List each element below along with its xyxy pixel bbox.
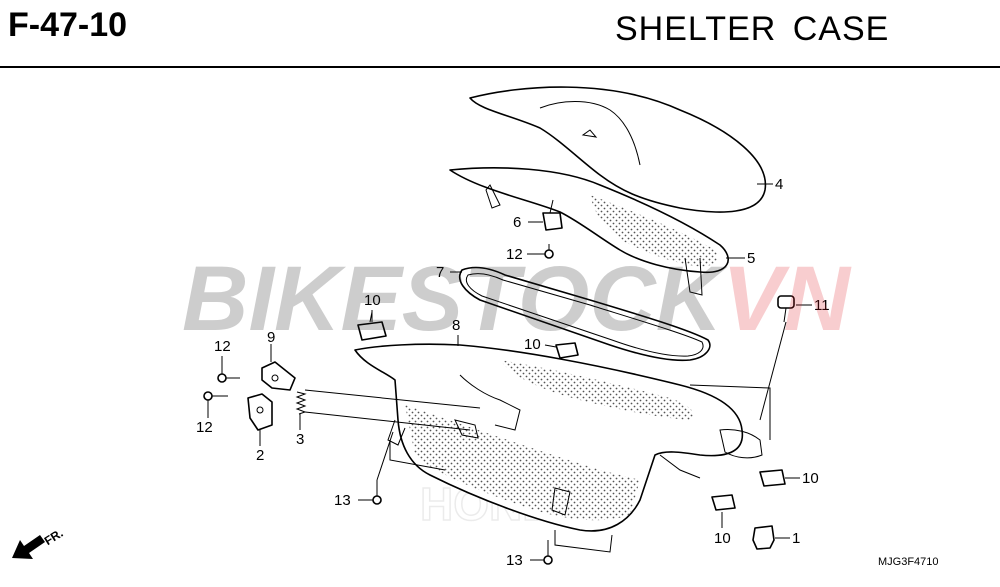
front-direction-arrow-icon	[12, 535, 45, 559]
watermark-red: VN	[722, 248, 852, 350]
callout-13-left: 13	[334, 492, 351, 509]
part-11-grommet[interactable]	[777, 295, 795, 323]
callout-10-left: 10	[364, 292, 381, 309]
watermark-black: BIKESTOCK	[182, 248, 729, 350]
page-title: SHELTER CASE	[615, 10, 890, 48]
part-3-spring[interactable]	[295, 391, 307, 415]
callout-9: 9	[267, 329, 275, 346]
part-9-latch-plate[interactable]	[261, 361, 296, 391]
callout-1: 1	[792, 530, 800, 547]
part-10-clip-middle[interactable]	[555, 342, 579, 359]
part-12-screw-left-upper[interactable]	[217, 373, 240, 383]
part-1-cap[interactable]	[752, 525, 775, 550]
callout-6: 6	[513, 214, 521, 231]
callout-5: 5	[747, 250, 755, 267]
callout-7: 7	[436, 264, 444, 281]
part-10-clip-bottom[interactable]	[711, 494, 736, 511]
part-10-clip-right[interactable]	[759, 469, 786, 487]
part-10-clip-left[interactable]	[357, 311, 387, 341]
part-6-bracket[interactable]	[542, 199, 563, 231]
part-5-inner-panel[interactable]	[449, 167, 729, 296]
part-13-screw-bottom[interactable]	[543, 540, 553, 565]
callout-10-bottom: 10	[714, 530, 731, 547]
callout-13-bottom: 13	[506, 552, 523, 569]
callout-12-left-upper: 12	[214, 338, 231, 355]
callout-8: 8	[452, 317, 460, 334]
watermark: BIKESTOCKVN	[182, 248, 853, 350]
part-4-shelter-cover[interactable]	[469, 86, 767, 213]
part-13-screw-left[interactable]	[372, 480, 382, 505]
header-rule	[0, 66, 1000, 68]
part-8-shelter-case[interactable]	[354, 343, 763, 532]
callout-2: 2	[256, 447, 264, 464]
callout-3: 3	[296, 431, 304, 448]
callout-10-right: 10	[802, 470, 819, 487]
part-12-screw-left-lower[interactable]	[203, 391, 228, 401]
callout-11: 11	[814, 297, 830, 314]
page-code: F-47-10	[8, 6, 128, 44]
callout-12-upper: 12	[506, 246, 523, 263]
drawing-code: MJG3F4710	[878, 556, 939, 568]
part-7-seal[interactable]	[458, 266, 711, 362]
leader-lines	[207, 183, 812, 561]
part-2-latch[interactable]	[247, 393, 273, 431]
callout-4: 4	[775, 176, 783, 193]
callout-12-left-lower: 12	[196, 419, 213, 436]
callout-10-middle: 10	[524, 336, 541, 353]
callout-labels: 4 5 6 12 7 11 10 8 10 9 12 12 3 2 13 10 …	[196, 176, 830, 569]
